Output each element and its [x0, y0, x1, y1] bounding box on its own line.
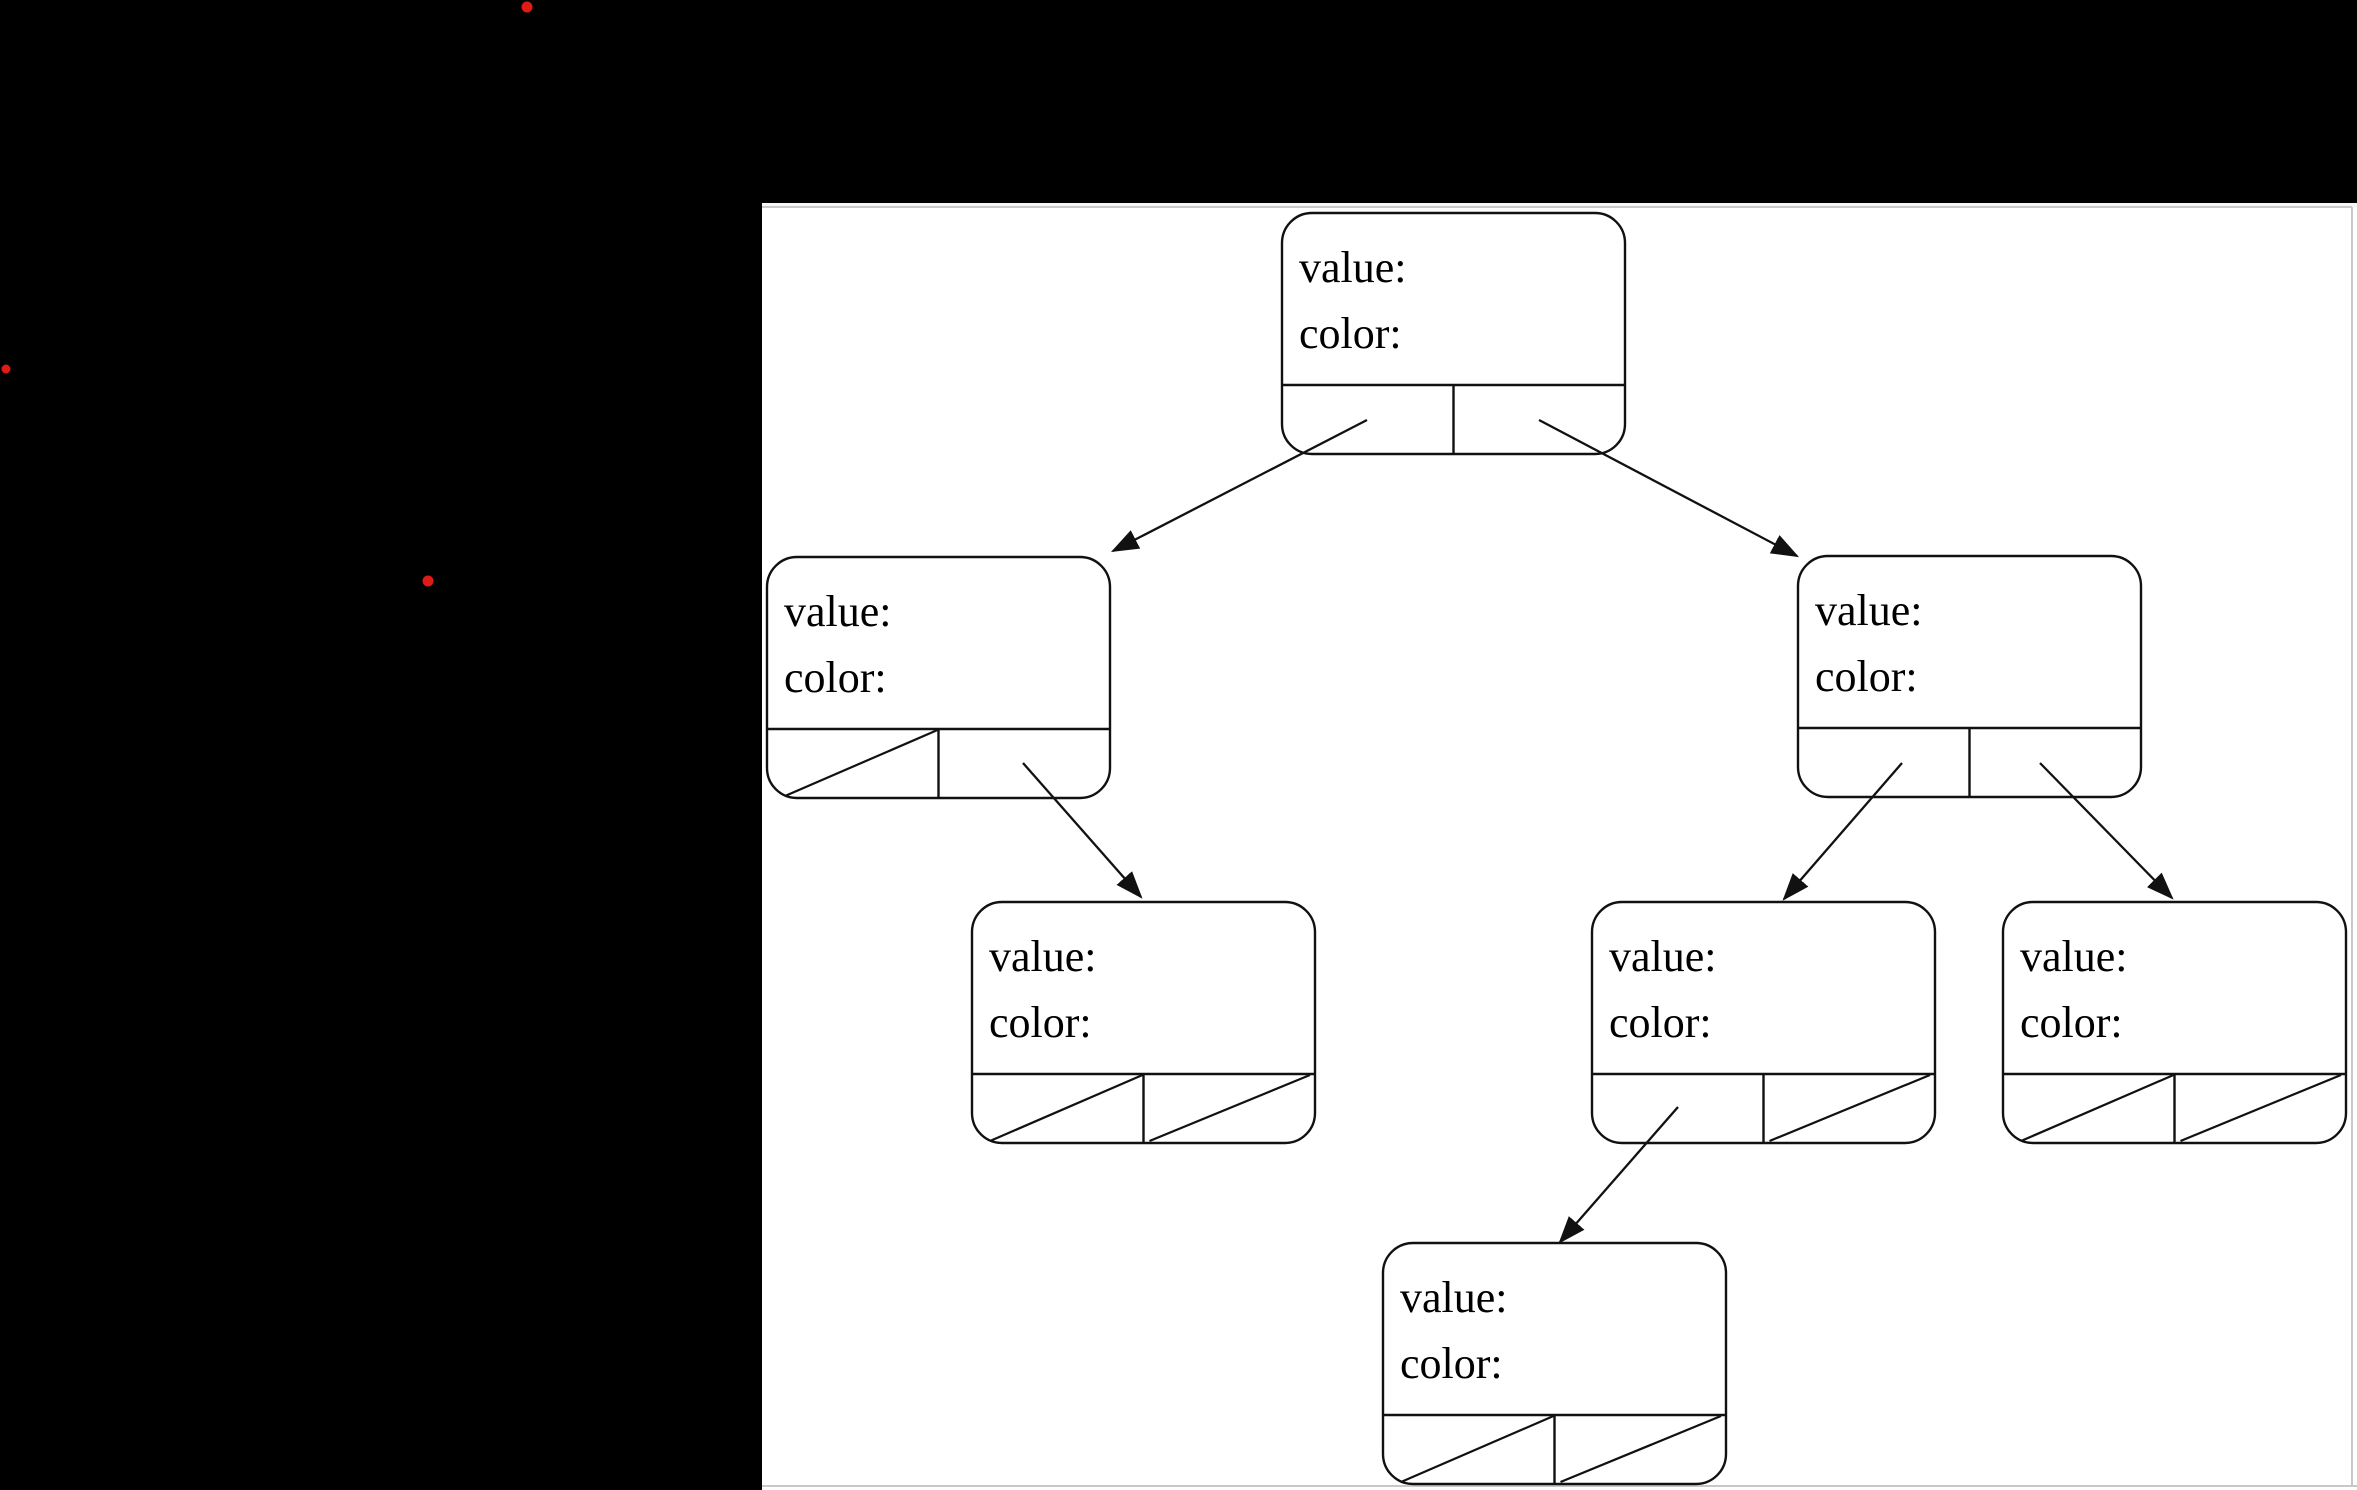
tree-diagram: value:color:value:color:value:color:valu…	[765, 211, 2348, 1486]
node-value-label: value:	[784, 587, 892, 636]
null-slash-left	[784, 728, 938, 798]
edge-arrow-right-child-left	[1782, 762, 1903, 901]
edge-arrow-right-left-grandchild-left	[1558, 1106, 1679, 1244]
tree-node-right-child: value: color:	[1796, 554, 2143, 799]
tree-node-left-child: value: color:	[765, 555, 1112, 800]
node-value-label: value:	[2020, 932, 2128, 981]
tree-node-root: value: color:	[1280, 211, 1627, 456]
node-value-label: value:	[1400, 1273, 1508, 1322]
red-dots	[1, 1, 533, 587]
node-value-label: value:	[989, 932, 1097, 981]
node-value-label: value:	[1609, 932, 1717, 981]
red-dot	[1, 364, 11, 374]
edge-arrow-right-child-right	[2039, 762, 2174, 900]
edge-arrow-left-child-right	[1022, 762, 1143, 899]
red-dot	[521, 1, 533, 13]
edge-arrow-root-left	[1110, 418, 1368, 553]
tree-node-right-right-grandchild: value: color:	[2001, 900, 2348, 1145]
node-color-label: color:	[1815, 652, 1918, 701]
node-color-label: color:	[2020, 998, 2123, 1047]
node-value-label: value:	[1299, 243, 1407, 292]
null-slash-right	[1149, 1073, 1311, 1143]
null-slash-left	[989, 1073, 1143, 1143]
edge-arrow-root-right	[1538, 418, 1800, 558]
node-color-label: color:	[989, 998, 1092, 1047]
node-color-label: color:	[784, 653, 887, 702]
panel-top-strip	[762, 203, 2357, 207]
tree-node-right-left-grandchild: value: color:	[1590, 900, 1937, 1145]
null-slash-left	[1400, 1414, 1554, 1484]
node-color-label: color:	[1299, 309, 1402, 358]
red-dot	[422, 575, 434, 587]
null-slash-right	[1560, 1414, 1722, 1484]
tree-node-great-grandchild: value: color:	[1381, 1241, 1728, 1486]
null-slash-right	[2180, 1073, 2342, 1143]
null-slash-right	[1769, 1073, 1931, 1143]
node-color-label: color:	[1400, 1339, 1503, 1388]
null-slash-left	[2020, 1073, 2174, 1143]
node-value-label: value:	[1815, 586, 1923, 635]
tree-node-left-right-grandchild: value: color:	[970, 900, 1317, 1145]
node-color-label: color:	[1609, 998, 1712, 1047]
